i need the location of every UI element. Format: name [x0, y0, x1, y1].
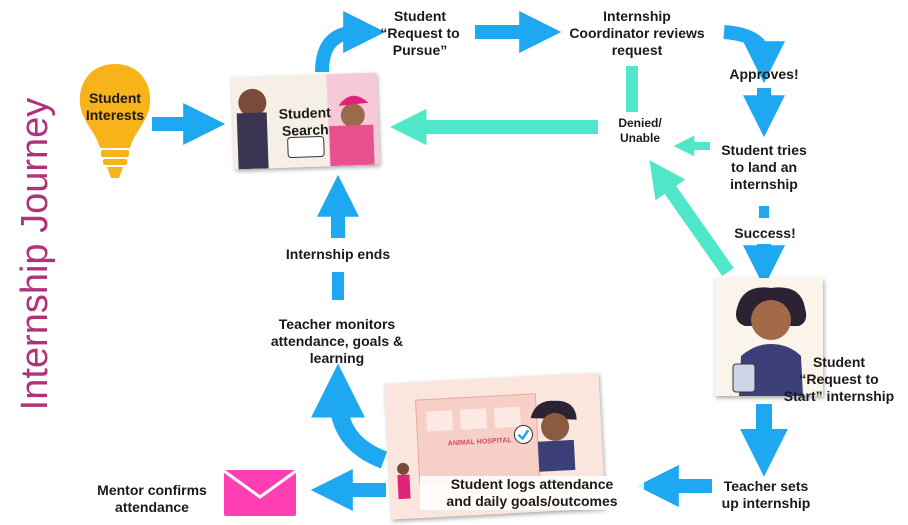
- return-start-to-denied: [649, 160, 734, 277]
- lightbulb-icon: [79, 64, 151, 178]
- teacher-sets-up-label: Teacher sets up internship: [721, 478, 811, 511]
- success-label: Success!: [734, 225, 796, 241]
- checkmark-icon: [513, 424, 533, 444]
- student-search-label: Student Search: [278, 104, 332, 139]
- denied-label: Denied/ Unable: [618, 116, 662, 145]
- approves-label: Approves!: [729, 66, 799, 82]
- arrow-search-to-pursue: [315, 11, 386, 73]
- student-interests-label: Student Interests: [85, 90, 145, 123]
- coordinator-reviews-label: Internship Coordinator reviews request: [569, 8, 705, 58]
- internship-ends-label: Internship ends: [285, 246, 391, 262]
- request-to-start-label: Student “Request to Start” internship: [783, 354, 895, 404]
- arrow-logs-to-monitor: [311, 363, 388, 469]
- student-tries-label: Student tries to land an internship: [721, 142, 807, 192]
- teacher-monitors-label: Teacher monitors attendance, goals & lea…: [270, 316, 404, 366]
- student-logs-label: Student logs attendance and daily goals/…: [420, 476, 644, 510]
- request-to-start-card: [715, 278, 823, 396]
- envelope-icon: [223, 469, 297, 516]
- request-to-pursue-label: Student “Request to Pursue”: [380, 8, 460, 58]
- mentor-confirms-label: Mentor confirms attendance: [97, 482, 207, 515]
- student-search-card: Student Search: [231, 72, 380, 170]
- arrow-coordinator-to-approves: [723, 25, 785, 84]
